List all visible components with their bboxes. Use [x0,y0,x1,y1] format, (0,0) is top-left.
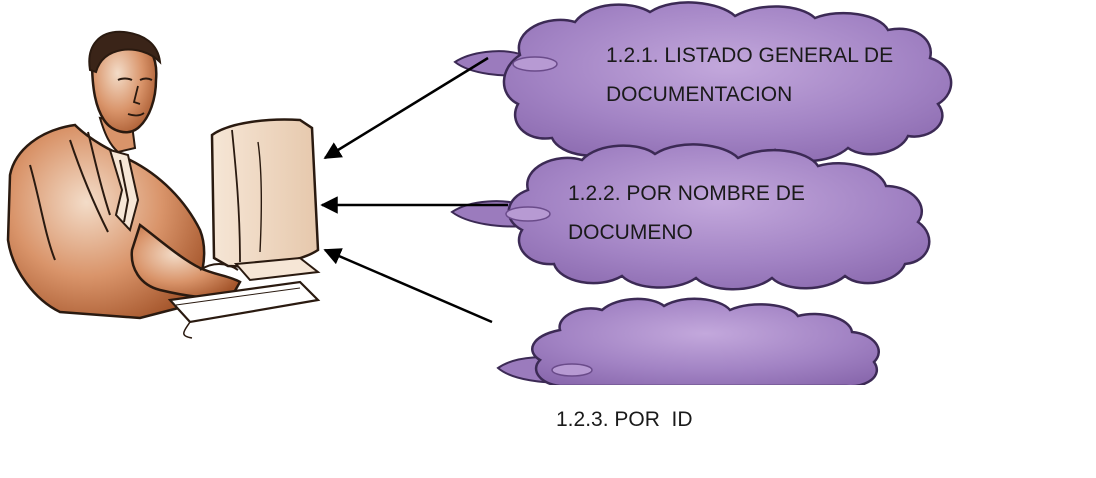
cloud-1-swirl [512,56,558,72]
person-tie [108,148,140,233]
diagram-canvas [6,1,953,385]
cloud-1 [453,1,953,163]
cloud-1-line-1: 1.2.1. LISTADO GENERAL DE [606,44,894,67]
cloud-2-swirl [505,206,551,222]
monitor [210,118,320,268]
cloud-2 [450,143,931,291]
arrow-3 [323,248,493,324]
arrow-1 [323,56,489,160]
cloud-1-line-2: DOCUMENTACION [606,83,793,106]
cloud-3-shape [531,297,880,385]
cloud-1-label: 1.2.1. LISTADO GENERAL DE DOCUMENTACION [606,36,893,114]
cloud-2-line-1: 1.2.2. POR NOMBRE DE [568,182,805,205]
monitor-stand [233,256,321,282]
keyboard [167,280,321,324]
cloud-3-line-1: 1.2.3. POR ID [556,408,693,431]
cloud-2-label: 1.2.2. POR NOMBRE DE DOCUMENO [568,174,805,252]
cloud-2-shape [507,143,931,291]
cloud-2-line-2: DOCUMENO [568,221,693,244]
cloud-3 [496,297,880,385]
cloud-3-swirl [551,363,593,377]
person-hair [88,30,162,74]
person-at-computer-clipart [6,30,321,339]
cloud-3-label: 1.2.3. POR ID [556,322,693,478]
